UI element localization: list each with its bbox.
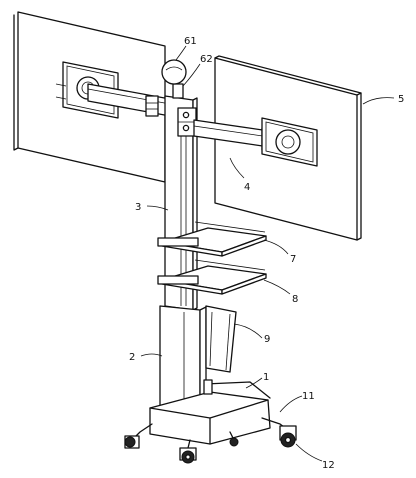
base-1 (149, 379, 271, 445)
leader-lines (140, 45, 395, 462)
column-lower (159, 305, 207, 413)
basket-9 (205, 305, 237, 373)
label-11: 11 (302, 391, 315, 402)
label-61: 61 (184, 36, 197, 47)
reference-numerals: 61 62 3 4 5 7 8 9 2 1 11 12 (129, 36, 404, 471)
tray-7 (157, 221, 267, 257)
label-7: 7 (290, 254, 296, 265)
wheel-front (179, 447, 197, 464)
top-knob (161, 59, 187, 99)
casters (124, 417, 297, 464)
label-12: 12 (322, 460, 335, 471)
label-2: 2 (129, 352, 135, 363)
label-1: 1 (263, 372, 269, 383)
wheel-rear (229, 437, 239, 447)
tray-8 (157, 259, 267, 295)
wheel-right (279, 425, 297, 448)
arm-clamp-block (177, 107, 197, 137)
label-4: 4 (244, 182, 250, 193)
label-3: 3 (135, 202, 141, 213)
label-5: 5 (398, 94, 404, 105)
label-9: 9 (264, 334, 270, 345)
wheel-front-left (124, 435, 140, 449)
label-8: 8 (292, 294, 298, 305)
right-mount-plate (261, 117, 318, 167)
label-62: 62 (200, 54, 213, 65)
